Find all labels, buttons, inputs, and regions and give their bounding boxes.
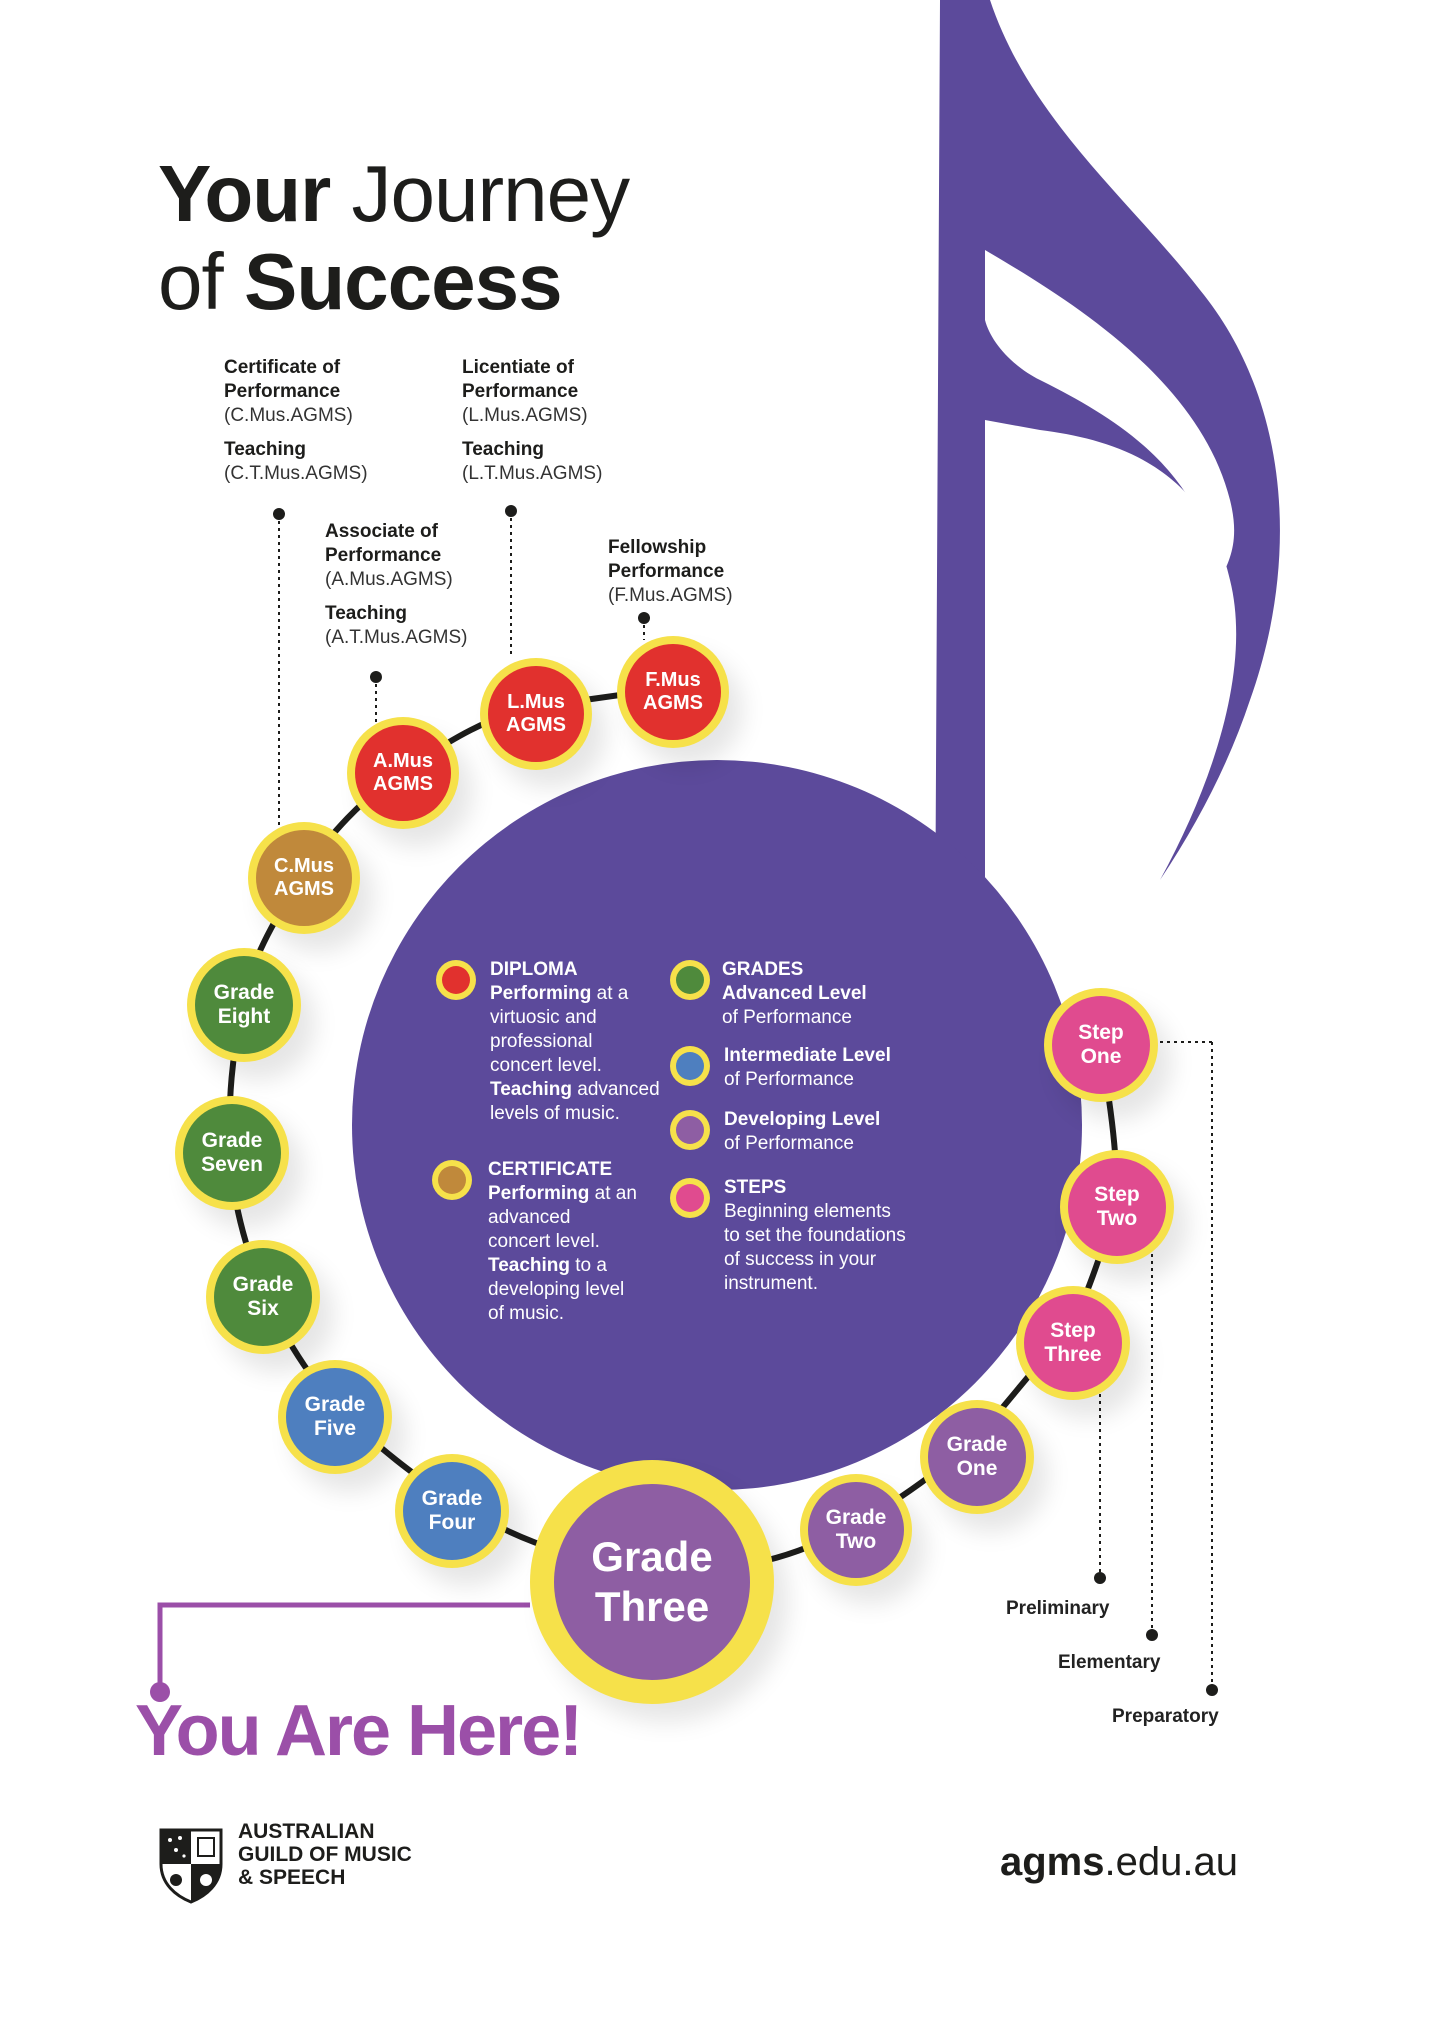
legend-dot-developing [670, 1110, 710, 1150]
credential-fellowship: Fellowship Performance (F.Mus.AGMS) [608, 537, 733, 606]
legend-diploma: DIPLOMA Performing at a virtuosic and pr… [490, 959, 660, 1124]
you-are-here: You Are Here! [135, 1691, 583, 1771]
note-upper-wave [985, 250, 1235, 580]
note-head [352, 760, 1082, 1490]
legend-certificate: CERTIFICATE Performing at an advanced co… [488, 1159, 637, 1324]
legend-intermediate: Intermediate Level of Performance [724, 1045, 891, 1090]
label-preliminary: Preliminary [1006, 1598, 1110, 1619]
website-link[interactable]: agms.edu.au [1000, 1840, 1238, 1884]
note-flag [935, 0, 1280, 960]
label-elementary: Elementary [1058, 1652, 1161, 1673]
legend-dot-certificate [432, 1160, 472, 1200]
legend-developing: Developing Level of Performance [724, 1109, 881, 1154]
guild-shield-logo [159, 1828, 223, 1904]
you-are-here-connector [157, 1602, 530, 1690]
credential-associate: Associate of Performance (A.Mus.AGMS) Te… [325, 521, 468, 648]
brand-name: AUSTRALIAN GUILD OF MUSIC & SPEECH [238, 1820, 412, 1889]
note-stem [935, 900, 985, 1130]
legend-dot-diploma [436, 960, 476, 1000]
label-preparatory: Preparatory [1112, 1706, 1219, 1727]
credential-licentiate: Licentiate of Performance (L.Mus.AGMS) T… [462, 357, 603, 484]
legend-dot-intermediate [670, 1046, 710, 1086]
page-title: Your Journey of Success [158, 149, 630, 326]
leader-lines [273, 505, 1218, 1696]
legend-dot-steps [670, 1178, 710, 1218]
legend-dot-grades-advanced [670, 960, 710, 1000]
credential-certificate: Certificate of Performance (C.Mus.AGMS) … [224, 357, 368, 484]
legend-grades-advanced: GRADES Advanced Level of Performance [722, 959, 867, 1028]
legend-steps: STEPS Beginning elements to set the foun… [724, 1177, 906, 1294]
